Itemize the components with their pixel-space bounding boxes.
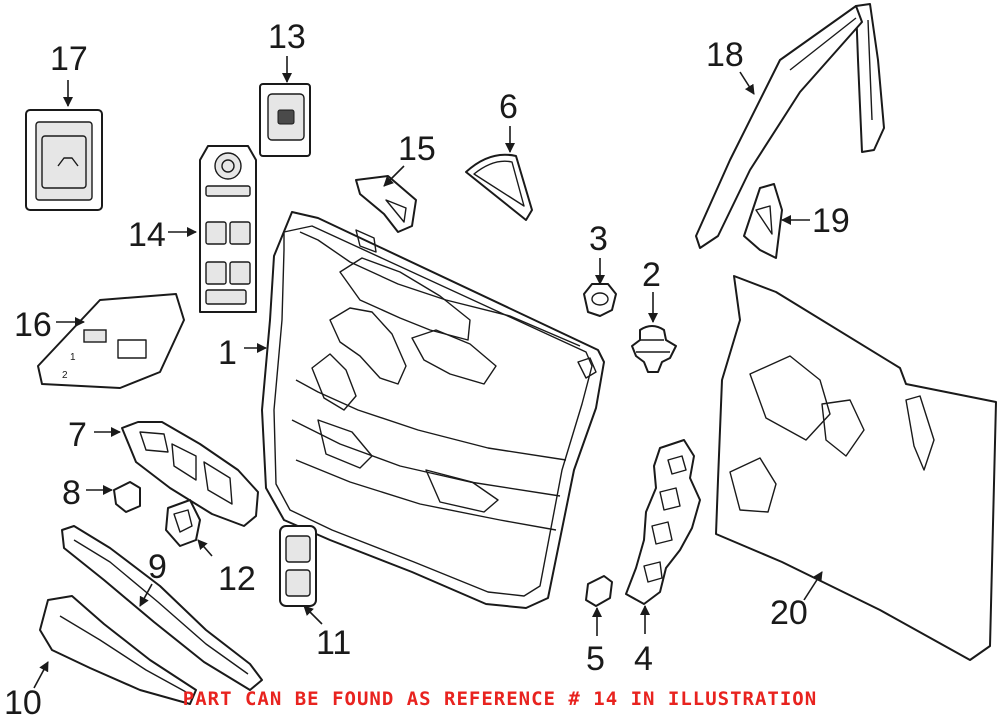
callout-2: 2 [642, 256, 661, 294]
switch-part-11 [279, 525, 317, 607]
callout-9: 9 [148, 548, 167, 586]
corner-trim-part-19 [743, 183, 783, 259]
switch-label-2: 2 [62, 370, 68, 381]
callout-4: 4 [634, 640, 653, 678]
clip-part-2 [631, 325, 677, 373]
callout-16: 16 [14, 306, 52, 344]
callout-12: 12 [218, 560, 256, 598]
callout-3: 3 [589, 220, 608, 258]
callout-6: 6 [499, 88, 518, 126]
cover-part-8 [113, 481, 141, 513]
switch-part-12 [165, 499, 201, 547]
callout-19: 19 [812, 202, 850, 240]
callout-20: 20 [770, 594, 808, 632]
callout-8: 8 [62, 474, 81, 512]
control-panel-part-17 [25, 109, 103, 211]
cap-part-3 [583, 283, 617, 317]
switch-bezel-part-7 [121, 421, 259, 527]
mirror-cover-part-6 [465, 153, 533, 221]
bracket-part-4 [625, 439, 701, 605]
trim-strip-part-9 [61, 525, 263, 691]
callout-10: 10 [4, 684, 42, 721]
callout-14: 14 [128, 216, 166, 254]
switch-label-1: 1 [70, 352, 76, 363]
master-switch-part-14 [199, 145, 257, 313]
insulation-panel-part-20 [715, 275, 997, 661]
door-trim-panel-part-1 [261, 211, 605, 609]
callout-5: 5 [586, 640, 605, 678]
callout-13: 13 [268, 18, 306, 56]
callout-1: 1 [218, 334, 237, 372]
window-frame-part-18 [695, 3, 885, 249]
switch-part-13 [259, 83, 311, 157]
clip-part-5 [585, 575, 613, 607]
panel-module-part-16: 1 2 [37, 293, 185, 389]
leader-arrows [33, 56, 823, 689]
reference-caption: PART CAN BE FOUND AS REFERENCE # 14 IN I… [182, 688, 818, 710]
callout-18: 18 [706, 36, 744, 74]
callout-17: 17 [50, 40, 88, 78]
callout-7: 7 [68, 416, 87, 454]
callout-15: 15 [398, 130, 436, 168]
trim-strip-part-10 [39, 595, 197, 705]
callout-numbers: 1 2 3 4 5 6 7 8 9 10 11 12 13 14 15 16 1… [4, 18, 850, 721]
callout-11: 11 [316, 624, 351, 662]
